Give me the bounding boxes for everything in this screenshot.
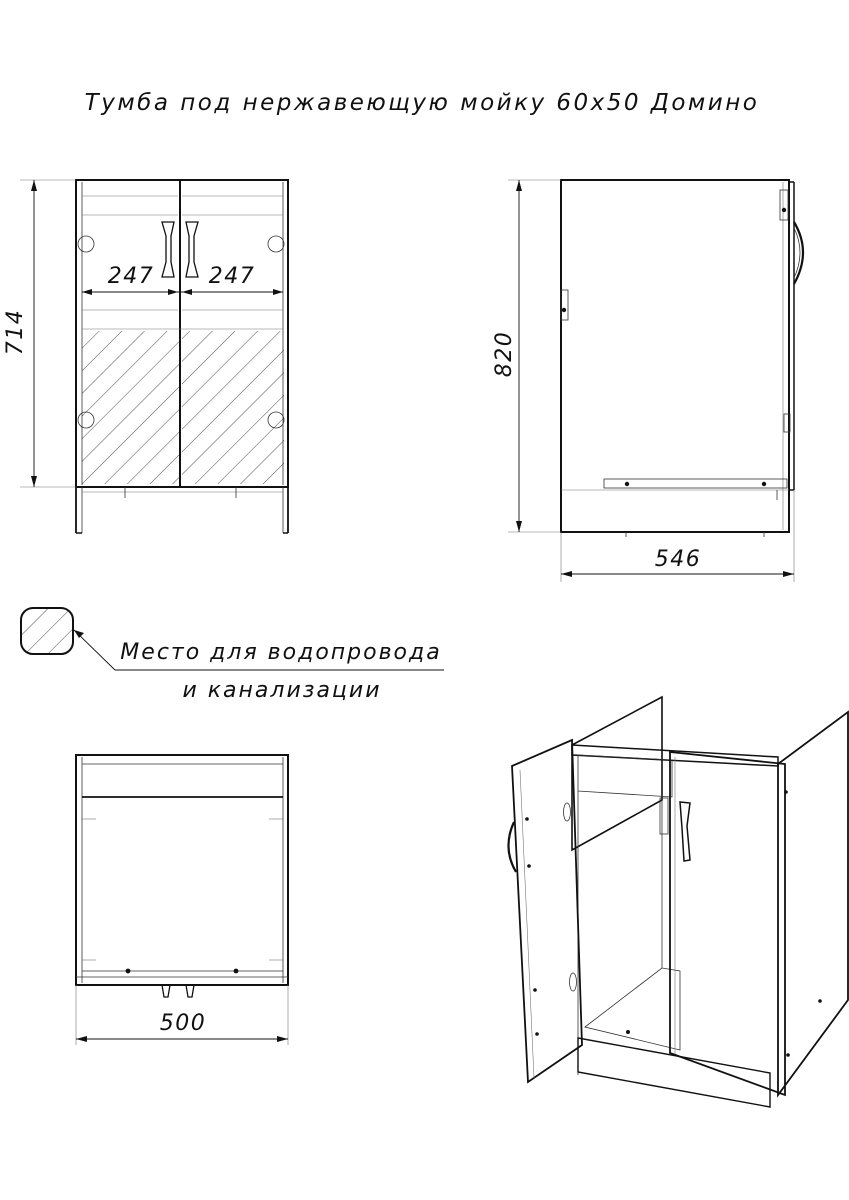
plumbing-zone-left <box>82 331 179 484</box>
top-view: 500 <box>75 754 289 1045</box>
isometric-view <box>507 695 849 1108</box>
front-body-outline <box>75 179 289 488</box>
left-door-width-label: 247 <box>108 264 155 289</box>
legend-line-1: Место для водопровода <box>120 640 441 665</box>
legend: Место для водопровода и канализации <box>20 607 444 703</box>
front-height-label: 714 <box>3 309 28 356</box>
side-handle <box>793 221 804 285</box>
top-body-outline <box>75 754 289 986</box>
plumbing-zone-right <box>182 331 284 484</box>
iso-door-handle <box>679 801 691 862</box>
legend-hatch-swatch <box>20 607 74 655</box>
right-door-handle <box>185 221 199 278</box>
iso-right-door <box>669 751 786 1097</box>
side-view: 820 546 <box>492 179 804 582</box>
front-view: 247 247 714 <box>3 179 289 534</box>
side-body-outline <box>560 179 790 533</box>
iso-left-door <box>511 738 583 1084</box>
side-bottom-shelf <box>603 478 788 489</box>
side-depth-label: 546 <box>655 547 702 572</box>
top-width-label: 500 <box>160 1011 207 1036</box>
right-door-width-label: 247 <box>209 264 256 289</box>
drawing-title: Тумба под нержавеющую мойку 60х50 Домино <box>85 90 760 116</box>
side-height-label: 820 <box>492 331 517 378</box>
legend-line-2: и канализации <box>182 678 381 703</box>
left-door-handle <box>161 221 175 278</box>
